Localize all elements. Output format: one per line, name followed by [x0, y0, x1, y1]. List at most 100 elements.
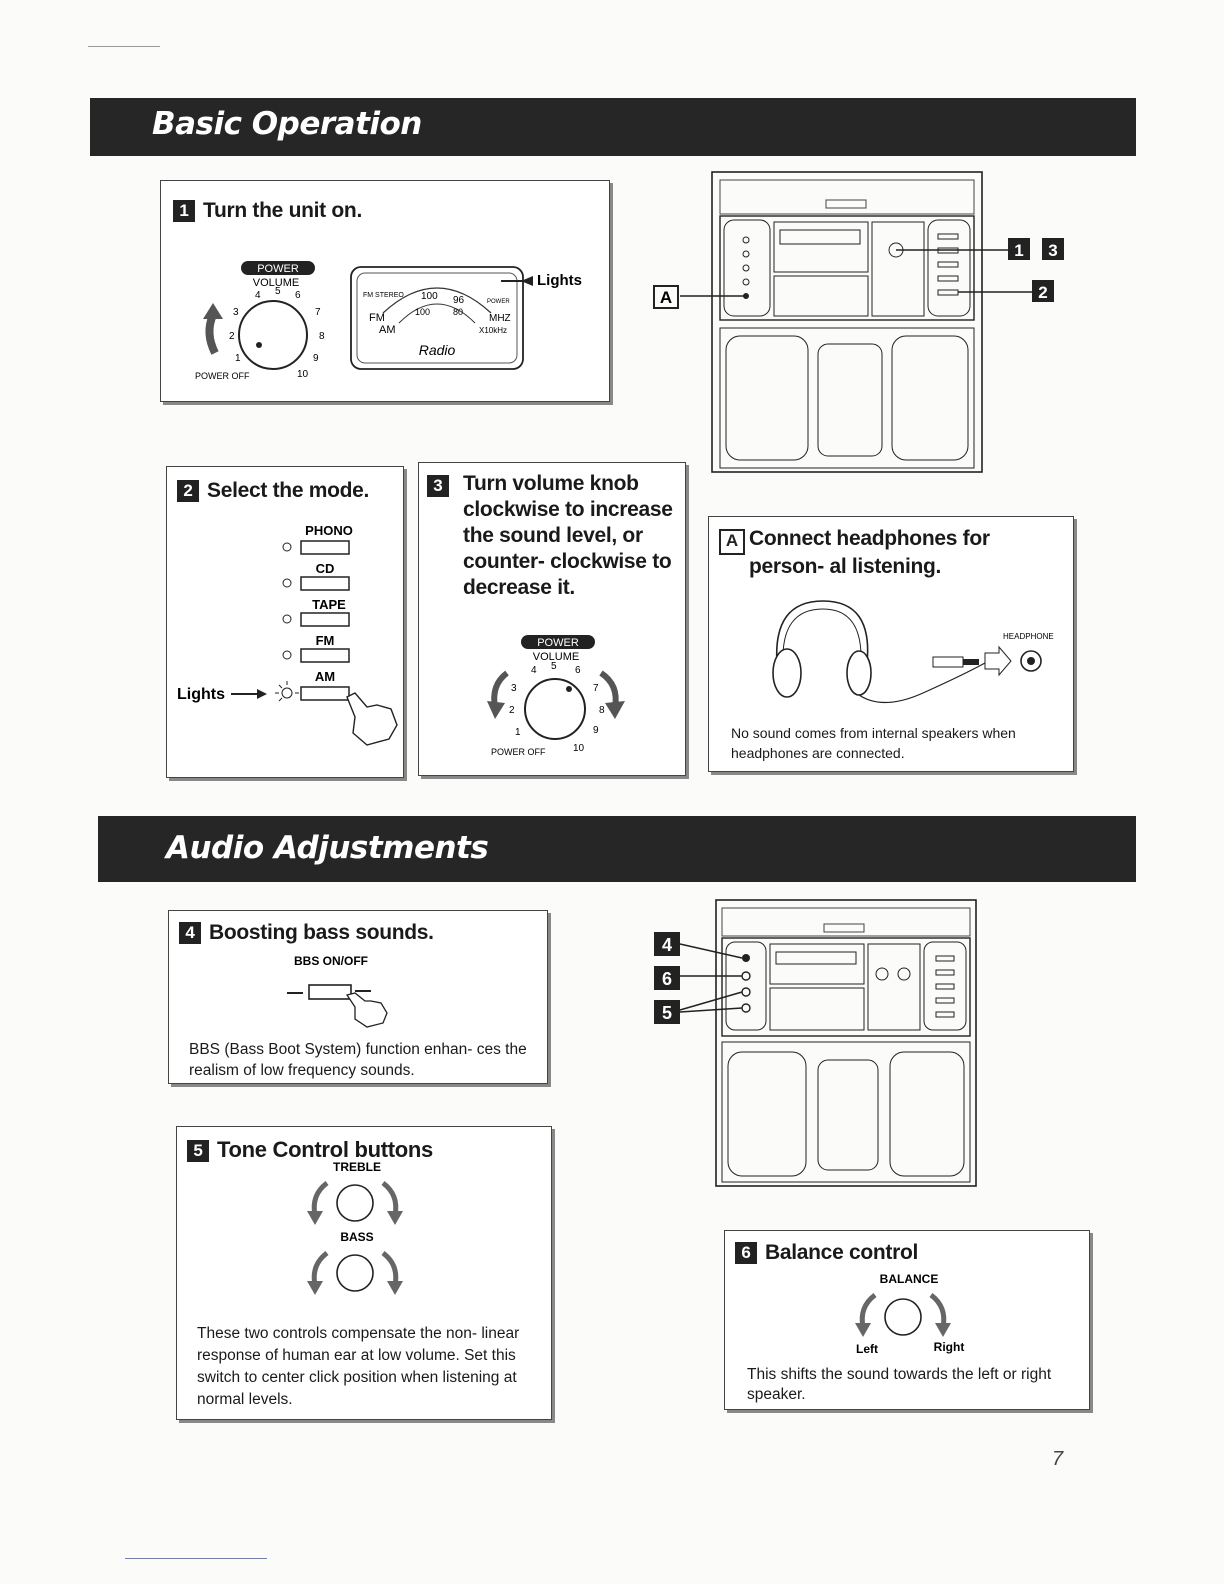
step-1-heading: 1 Turn the unit on. [173, 199, 362, 223]
balance-label: BALANCE [880, 1272, 939, 1286]
callout-1: 1 [1014, 241, 1023, 260]
am-label: AM [379, 324, 396, 336]
svg-text:10: 10 [573, 743, 585, 754]
step-2-heading: 2 Select the mode. [177, 479, 369, 503]
section-title: Audio Adjustments [166, 830, 488, 866]
svg-text:8: 8 [319, 331, 325, 342]
step-3-title: Turn volume knob clockwise to increase t… [463, 471, 677, 601]
stereo-unit-diagram-top: 1 3 2 A [640, 168, 1080, 488]
headphone-jack-label: HEADPHONE [1003, 632, 1054, 641]
step-A-title: Connect headphones for person- al listen… [749, 525, 1067, 581]
svg-text:3: 3 [511, 683, 517, 694]
svg-text:6: 6 [295, 290, 301, 301]
step-number: 6 [735, 1242, 757, 1264]
callout-A: A [660, 288, 672, 307]
step-2-panel: 2 Select the mode. PHONO CD TAPE FM AM Li… [166, 466, 404, 778]
bbs-label: BBS ON/OFF [294, 954, 368, 968]
svg-text:10: 10 [297, 369, 309, 380]
mode-tape: TAPE [312, 597, 346, 612]
power-small-label: POWER [487, 299, 510, 305]
mode-am: AM [315, 669, 335, 684]
radio-dial-diagram: 100 96 100 80 FM STEREO FM AM MHZ X10kHz P… [349, 263, 609, 373]
svg-text:100: 100 [415, 307, 430, 317]
power-off-label: POWER OFF [491, 747, 546, 757]
callout-5: 5 [662, 1003, 672, 1023]
page-bottom-line [125, 1558, 267, 1559]
step-A-panel: A Connect headphones for person- al list… [708, 516, 1074, 772]
svg-text:8: 8 [599, 705, 605, 716]
svg-text:1: 1 [515, 727, 521, 738]
step-title: Turn the unit on. [203, 199, 362, 222]
callout-2: 2 [1038, 283, 1047, 302]
balance-text: This shifts the sound towards the left o… [747, 1365, 1077, 1405]
svg-text:96: 96 [453, 295, 465, 306]
fm-label: FM [369, 312, 385, 324]
step-3-panel: 3 Turn volume knob clockwise to increase… [418, 462, 686, 776]
mode-cd: CD [316, 561, 335, 576]
page-corner-mark [88, 46, 160, 47]
balance-control-diagram: BALANCE Left Right [817, 1269, 977, 1359]
svg-text:3: 3 [233, 307, 239, 318]
mode-selector-diagram: PHONO CD TAPE FM AM Lights [171, 517, 401, 757]
step-title: Boosting bass sounds. [209, 921, 434, 944]
svg-text:7: 7 [315, 307, 321, 318]
step-number-box: 3 [427, 475, 457, 497]
fm-stereo-label: FM STEREO [363, 292, 404, 299]
svg-text:4: 4 [255, 290, 261, 301]
step-number: 5 [187, 1140, 209, 1162]
radio-script-label: Radio [419, 342, 456, 358]
mode-phono: PHONO [305, 523, 353, 538]
callout-6: 6 [662, 969, 672, 989]
power-label: POWER [537, 637, 579, 649]
svg-text:1: 1 [235, 353, 241, 364]
step-number: 2 [177, 480, 199, 502]
power-off-label: POWER OFF [195, 371, 250, 381]
svg-text:5: 5 [551, 661, 557, 672]
svg-text:4: 4 [531, 665, 537, 676]
step-letter: A [719, 529, 745, 555]
svg-text:80: 80 [453, 307, 463, 317]
headphone-diagram: HEADPHONE [763, 593, 1063, 713]
callout-3: 3 [1048, 241, 1057, 260]
step-title: Balance control [765, 1241, 918, 1264]
tone-buttons-diagram: TREBLE BASS [291, 1157, 421, 1297]
step-title: Select the mode. [207, 479, 369, 502]
mode-fm: FM [316, 633, 335, 648]
bbs-switch-diagram: BBS ON/OFF [281, 951, 421, 1031]
svg-text:7: 7 [593, 683, 599, 694]
callout-4: 4 [662, 935, 672, 955]
section-header-basic-operation: Basic Operation [90, 98, 1136, 156]
step-letter-box: A [719, 529, 745, 555]
khz-label: X10kHz [479, 326, 507, 335]
svg-text:2: 2 [509, 705, 515, 716]
tone-text: These two controls compensate the non- l… [197, 1323, 543, 1411]
svg-text:2: 2 [229, 331, 235, 342]
svg-text:100: 100 [421, 291, 438, 302]
bbs-text: BBS (Bass Boot System) function enhan- c… [189, 1039, 539, 1081]
svg-text:6: 6 [575, 665, 581, 676]
section-title: Basic Operation [152, 106, 422, 142]
step-4-heading: 4 Boosting bass sounds. [179, 921, 434, 945]
lights-label: Lights [537, 272, 582, 289]
svg-text:9: 9 [313, 353, 319, 364]
mhz-label: MHZ [489, 313, 511, 324]
step-number: 4 [179, 922, 201, 944]
step-number: 3 [427, 475, 449, 497]
svg-text:5: 5 [275, 286, 281, 297]
step-6-panel: 6 Balance control BALANCE Left Right This… [724, 1230, 1090, 1410]
step-6-heading: 6 Balance control [735, 1241, 918, 1265]
step-4-panel: 4 Boosting bass sounds. BBS ON/OFF BBS (B… [168, 910, 548, 1084]
step-number: 1 [173, 200, 195, 222]
svg-text:9: 9 [593, 725, 599, 736]
stereo-unit-diagram-bottom: 4 6 5 [650, 896, 990, 1192]
bass-label: BASS [340, 1230, 373, 1244]
headphone-note: No sound comes from internal speakers wh… [731, 723, 1051, 763]
treble-label: TREBLE [333, 1160, 381, 1174]
lights-label: Lights [177, 686, 225, 703]
right-label: Right [934, 1340, 965, 1354]
power-label: POWER [257, 263, 299, 275]
